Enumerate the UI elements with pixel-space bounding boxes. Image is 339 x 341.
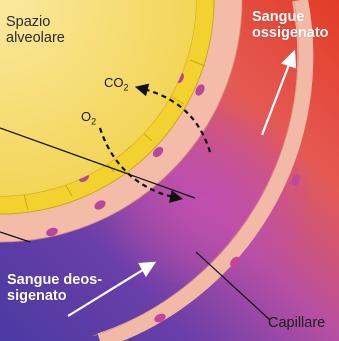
alveolar-space-label-line2: alveolare: [6, 30, 65, 46]
capillary-label: Capillare: [268, 315, 325, 331]
o2-label: O2: [81, 110, 96, 127]
deoxygenated-blood-label-line1: Sangue deos-: [7, 272, 102, 288]
deoxygenated-blood-label-line2: sigenato: [7, 288, 102, 304]
co2-label-sub: 2: [124, 83, 129, 93]
oxygenated-blood-label: Sangue ossigenato: [252, 9, 329, 41]
co2-label: CO2: [104, 76, 129, 93]
deoxygenated-blood-label: Sangue deos- sigenato: [7, 272, 102, 304]
o2-label-main: O: [81, 109, 91, 124]
co2-label-main: CO: [104, 75, 124, 90]
o2-label-sub: 2: [91, 117, 96, 127]
oxygenated-blood-label-line2: ossigenato: [252, 25, 329, 41]
oxygenated-blood-label-line1: Sangue: [252, 9, 329, 25]
alveolar-space-label: Spazio alveolare: [6, 14, 65, 46]
alveolar-space-label-line1: Spazio: [6, 14, 65, 30]
